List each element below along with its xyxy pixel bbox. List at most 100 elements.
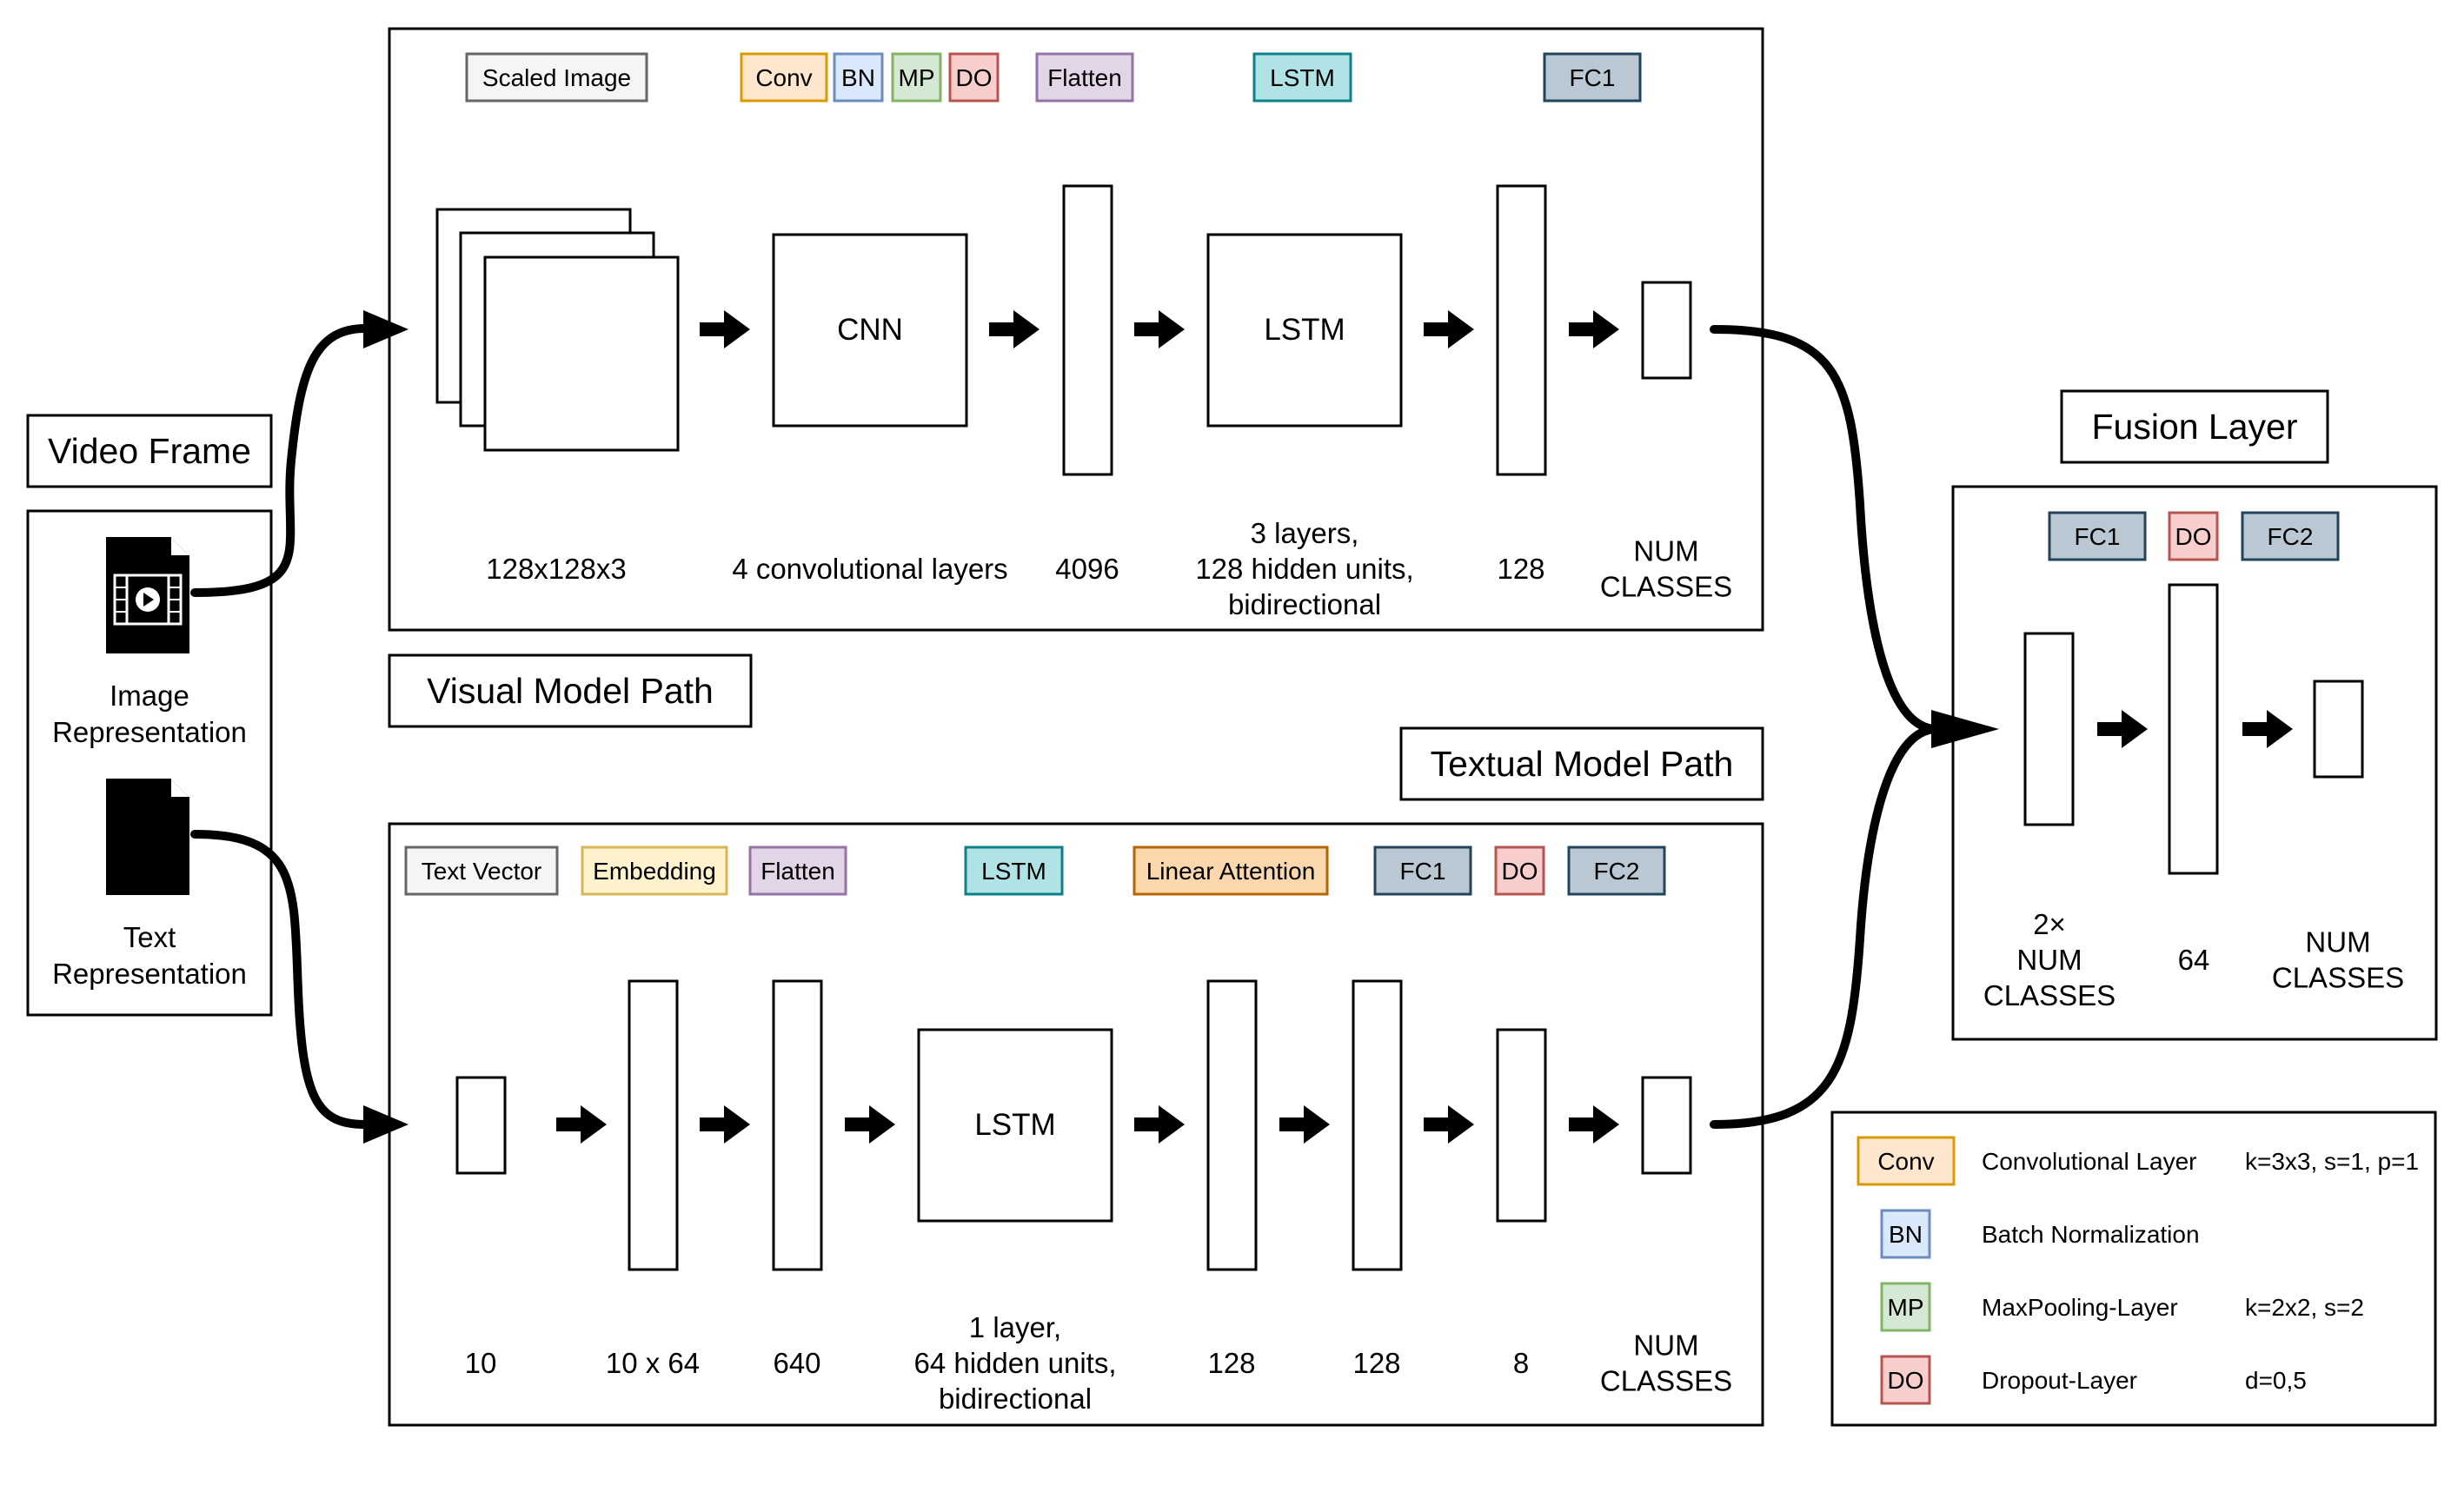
- legend-tag-2: MP: [1888, 1294, 1924, 1321]
- visual-path-title-box: Visual Model Path: [388, 653, 753, 728]
- fusion-tag-label-2: FC2: [2268, 523, 2314, 550]
- visual-tag-5: Flatten: [1035, 52, 1134, 103]
- visual-dim-label-5-0: NUM: [1633, 535, 1698, 567]
- fusion-tag-label-1: DO: [2175, 523, 2212, 550]
- image-to-visual-connector: [190, 324, 369, 597]
- fusion-tag-1: DO: [2168, 511, 2219, 561]
- legend-row-2: MP MaxPooling-Layer k=2x2, s=2: [1880, 1282, 2364, 1332]
- textual-arrow-3: [1134, 1105, 1185, 1144]
- visual-tag-1: Conv: [740, 52, 828, 103]
- text-file-icon: [106, 779, 189, 895]
- visual-tag-2: BN: [833, 52, 884, 103]
- textual-tag-label-7: FC2: [1594, 858, 1640, 885]
- textual-dim-label-3-1: 64 hidden units,: [913, 1347, 1116, 1379]
- legend-tag-1: BN: [1889, 1221, 1923, 1248]
- visual-tag-6: LSTM: [1252, 52, 1352, 103]
- visual-lstm-block: LSTM: [1206, 233, 1403, 428]
- textual-tag-6: DO: [1494, 846, 1545, 896]
- textual-output-vector: [1641, 1076, 1692, 1175]
- textual-tag-label-3: LSTM: [981, 858, 1046, 885]
- textual-dim-label-3-0: 1 layer,: [969, 1311, 1061, 1343]
- visual-tag-7: FC1: [1543, 52, 1642, 103]
- cnn-label: CNN: [837, 313, 903, 347]
- textual-tag-label-2: Flatten: [761, 858, 835, 885]
- visual-tag-label-0: Scaled Image: [482, 64, 631, 91]
- text-vector-block: [455, 1076, 507, 1175]
- fusion-arrow-1: [2242, 710, 2293, 748]
- legend-swatch-3: [1880, 1355, 1931, 1405]
- visual-tag-label-5: Flatten: [1047, 64, 1122, 91]
- fusion-hidden-vector: [2168, 583, 2219, 875]
- visual-fc1-vector: [1496, 184, 1547, 476]
- visual-dim-label-4-0: 128: [1497, 553, 1544, 585]
- attention-block: [1206, 979, 1258, 1271]
- fusion-tag-label-0: FC1: [2075, 523, 2121, 550]
- textual-dim-label-4-0: 128: [1207, 1347, 1255, 1379]
- fusion-dim-label-1-0: 64: [2178, 944, 2210, 976]
- textual-entry-arrowhead: [363, 1105, 408, 1144]
- textual-tag-4: Linear Attention: [1133, 846, 1329, 896]
- visual-tag-label-4: DO: [956, 64, 993, 91]
- visual-output-vector: [1641, 281, 1692, 380]
- legend-name-3: Dropout-Layer: [1982, 1367, 2137, 1394]
- fusion-dim-label-0-2: CLASSES: [1983, 979, 2116, 1011]
- textual-tag-label-0: Text Vector: [422, 858, 542, 885]
- visual-tag-label-2: BN: [841, 64, 875, 91]
- visual-dim-label-5-1: CLASSES: [1600, 571, 1732, 603]
- visual-dim-label-2-0: 4096: [1055, 553, 1119, 585]
- legend-name-2: MaxPooling-Layer: [1982, 1294, 2178, 1321]
- fusion-dim-label-2-0: NUM: [2305, 926, 2370, 958]
- video-frame-title-box: Video Frame: [26, 414, 273, 488]
- textual-dim-label-1-0: 10 x 64: [606, 1347, 700, 1379]
- legend-swatch-0: [1857, 1136, 1956, 1186]
- textual-dim-label-5-0: 128: [1352, 1347, 1400, 1379]
- textual-dim-label-0-0: 10: [465, 1347, 497, 1379]
- textual-arrow-6: [1569, 1105, 1619, 1144]
- textual-tag-label-5: FC1: [1400, 858, 1446, 885]
- visual-arrow-3: [1424, 310, 1474, 348]
- textual-tag-5: FC1: [1373, 846, 1472, 896]
- fusion-entry-arrowhead: [1931, 710, 1999, 748]
- textual-fc2-hidden-block: [1496, 1028, 1547, 1223]
- image-representation-label-1: Image: [110, 680, 189, 712]
- visual-arrow-1: [989, 310, 1040, 348]
- visual-tag-label-1: Conv: [755, 64, 812, 91]
- visual-flatten-vector: [1062, 184, 1113, 476]
- textual-dim-label-2-0: 640: [773, 1347, 820, 1379]
- textual-arrow-2: [845, 1105, 895, 1144]
- textual-arrow-0: [556, 1105, 607, 1144]
- visual-tag-label-6: LSTM: [1270, 64, 1335, 91]
- fusion-dim-label-0-0: 2×: [2033, 908, 2066, 940]
- fusion-arrow-0: [2097, 710, 2148, 748]
- visual-dim-label-3-0: 3 layers,: [1251, 517, 1359, 549]
- textual-lstm-block: LSTM: [917, 1028, 1113, 1223]
- text-representation-label-1: Text: [123, 921, 176, 953]
- visual-dim-label-3-1: 128 hidden units,: [1195, 553, 1413, 585]
- video-file-icon: [106, 537, 189, 653]
- text-to-textual-connector: [190, 830, 369, 1129]
- textual-arrow-4: [1279, 1105, 1330, 1144]
- legend-params-3: d=0,5: [2245, 1367, 2307, 1394]
- legend-tag-0: Conv: [1877, 1148, 1934, 1175]
- video-frame-title: Video Frame: [48, 431, 251, 471]
- visual-path-title: Visual Model Path: [427, 671, 714, 711]
- image-representation-label-2: Representation: [52, 716, 247, 748]
- text-representation-label-2: Representation: [52, 958, 247, 990]
- visual-tag-label-3: MP: [899, 64, 935, 91]
- visual-dim-label-3-2: bidirectional: [1228, 588, 1381, 620]
- textual-tag-2: Flatten: [748, 846, 847, 896]
- textual-arrow-1: [700, 1105, 750, 1144]
- embedding-block: [628, 979, 679, 1271]
- visual-entry-arrowhead: [363, 310, 408, 348]
- fusion-tag-2: FC2: [2241, 511, 2340, 561]
- textual-path-title: Textual Model Path: [1431, 744, 1734, 784]
- textual-flatten-block: [772, 979, 823, 1271]
- textual-tag-0: Text Vector: [404, 846, 559, 896]
- legend-params-0: k=3x3, s=1, p=1: [2245, 1148, 2419, 1175]
- textual-arrow-5: [1424, 1105, 1474, 1144]
- legend-params-2: k=2x2, s=2: [2245, 1294, 2364, 1321]
- textual-dim-label-6-0: 8: [1513, 1347, 1529, 1379]
